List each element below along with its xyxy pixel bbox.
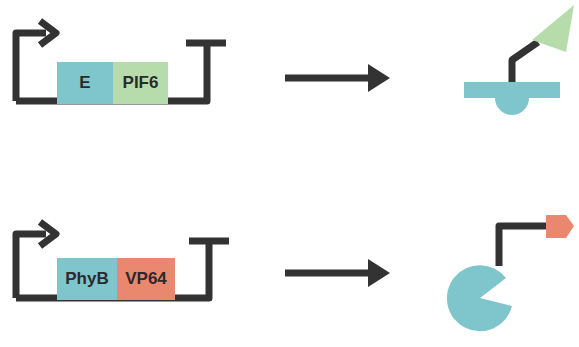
pif6-domain [532,5,574,52]
arrowhead [368,259,390,287]
vp64-domain [546,215,574,238]
gene-label: VP64 [125,269,167,289]
e-domain [495,98,529,115]
gene-label: PIF6 [123,73,159,93]
promoter-arrowhead [40,222,56,246]
process-arrow [285,75,372,82]
terminator [189,238,229,245]
gene-part-box: E [57,62,113,104]
process-arrow [285,270,372,277]
e-domain [464,82,560,98]
gene-part-box: VP64 [117,258,175,300]
promoter-arrowhead [40,21,56,45]
gene-part-box: PhyB [57,258,117,300]
linker [512,42,538,84]
terminator [186,40,226,47]
linker [499,226,548,266]
gene-label: E [79,73,90,93]
phyb-domain [447,265,512,331]
gene-label: PhyB [65,269,108,289]
gene-part-box: PIF6 [113,62,168,104]
arrowhead [368,64,390,92]
